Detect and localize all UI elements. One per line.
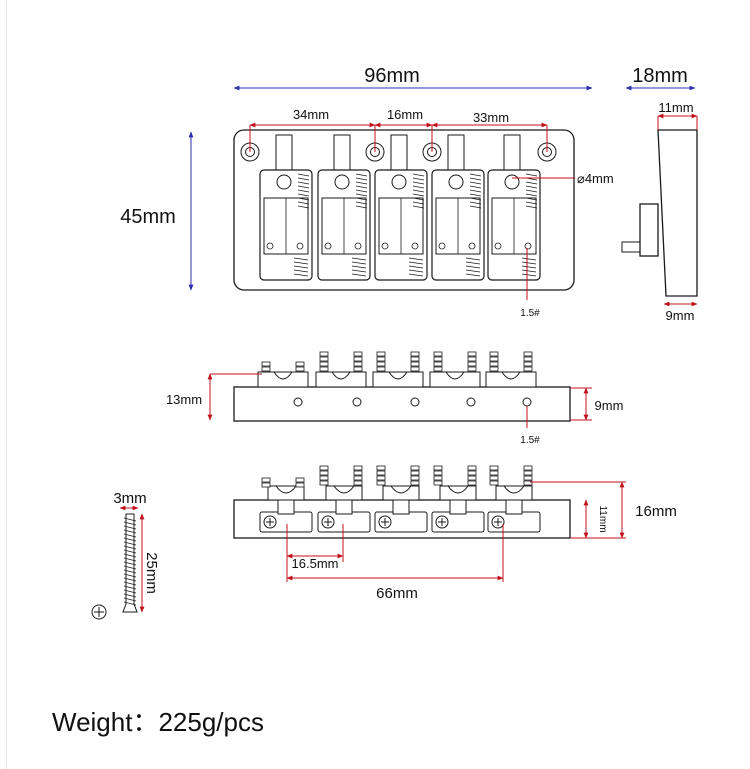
spacing-c-label: 33mm <box>473 110 509 125</box>
saddle-back <box>317 465 371 533</box>
saddle-back <box>374 465 428 533</box>
side-saddle <box>639 203 659 257</box>
screw-width-label: 3mm <box>113 490 146 507</box>
front-base <box>233 386 571 422</box>
back-inner-height-label: 11mm <box>597 505 608 532</box>
screw-size-label-top: 1.5# <box>520 308 540 319</box>
screw-span-label: 66mm <box>376 585 418 602</box>
saddle-back <box>259 477 313 533</box>
length-label: 96mm <box>364 65 420 87</box>
saddles-front <box>257 351 537 388</box>
saddle-top <box>431 134 485 281</box>
hole-diameter-label: ⌀4mm <box>577 171 614 186</box>
back-view: 16mm 11mm 16.5mm 66mm <box>233 465 677 602</box>
spacing-b-label: 16mm <box>387 107 423 122</box>
saddle-top <box>259 134 313 281</box>
height-label: 45mm <box>120 206 176 228</box>
screw-threads <box>123 517 137 606</box>
front-depth-label: 9mm <box>595 398 624 413</box>
saddle-front <box>429 351 481 388</box>
screw-length-label: 25mm <box>143 552 160 594</box>
weight-label: Weight：225g/pcs <box>52 707 264 737</box>
saddle-back <box>487 465 541 533</box>
back-outer-height-label: 16mm <box>635 503 677 520</box>
side-width-label: 18mm <box>632 65 688 87</box>
side-screw <box>621 241 641 253</box>
side-bottom-label: 9mm <box>666 308 695 323</box>
side-profile <box>657 129 698 297</box>
spacing-a-label: 34mm <box>293 107 329 122</box>
front-view: 13mm 9mm 1.5# <box>166 351 624 446</box>
saddle-top <box>374 134 428 281</box>
saddles-top <box>259 134 541 281</box>
screw-body <box>122 513 138 613</box>
saddles-back <box>259 465 541 533</box>
saddle-front <box>257 361 309 388</box>
phillips-head-icon <box>91 604 107 620</box>
side-view: 18mm 11mm 9mm <box>621 65 698 323</box>
mounting-screw: 3mm 25mm <box>91 490 160 620</box>
saddle-top <box>317 134 371 281</box>
saddle-back <box>431 465 485 533</box>
saddle-front <box>485 351 537 388</box>
saddle-front <box>315 351 367 388</box>
saddle-front <box>372 351 424 388</box>
front-height-label: 13mm <box>166 392 202 407</box>
side-top-label: 11mm <box>658 100 693 115</box>
screw-size-label-front: 1.5# <box>520 435 540 446</box>
saddle-spacing-label: 16.5mm <box>292 556 339 571</box>
top-view: 96mm 45mm 34mm 16mm 33mm ⌀4mm 1.5# <box>120 65 614 319</box>
page-frame-line <box>6 0 7 769</box>
